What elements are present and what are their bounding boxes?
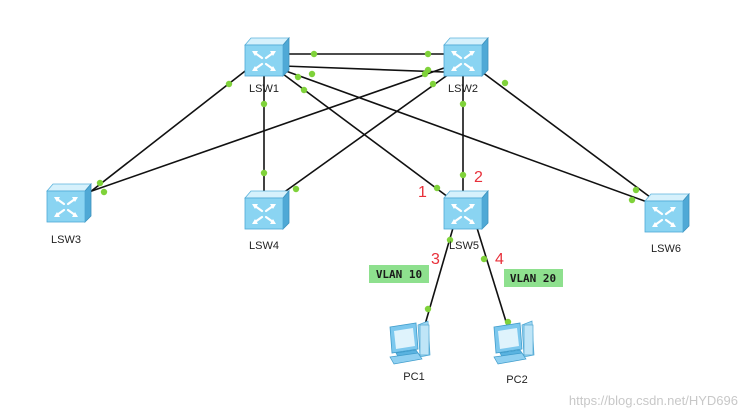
pc-icon (493, 320, 535, 365)
link-lsw2-lsw6[interactable] (481, 71, 651, 198)
port-indicator-lsw4 (292, 185, 300, 193)
port-indicator-pc1 (424, 305, 432, 313)
switch-lsw2-label: LSW2 (448, 83, 478, 95)
port-indicator-lsw5 (480, 255, 488, 263)
vlan-tag-20: VLAN 20 (504, 269, 563, 287)
pc-pc2-label: PC2 (506, 374, 527, 386)
port-number-4: 4 (495, 251, 504, 268)
port-indicator-lsw5 (459, 171, 467, 179)
switch-icon (643, 192, 691, 234)
port-indicator-lsw4 (260, 169, 268, 177)
port-indicator-lsw5 (446, 236, 454, 244)
port-number-2: 2 (474, 169, 483, 186)
switch-lsw5-label: LSW5 (449, 240, 479, 252)
port-indicator-lsw2 (421, 70, 429, 78)
port-indicator-lsw2 (424, 50, 432, 58)
switch-lsw4[interactable] (243, 189, 291, 231)
port-indicator-pc2 (504, 318, 512, 326)
switch-lsw3-label: LSW3 (51, 234, 81, 246)
switch-lsw3[interactable] (45, 182, 93, 224)
switch-lsw2[interactable] (442, 36, 490, 78)
port-number-3: 3 (431, 251, 440, 268)
link-lsw2-lsw4[interactable] (282, 73, 450, 194)
link-lsw2-lsw3[interactable] (85, 67, 445, 194)
links-layer (84, 53, 651, 329)
pc-pc1[interactable] (389, 320, 431, 365)
port-indicator-lsw6 (632, 186, 640, 194)
switch-lsw5[interactable] (442, 189, 490, 231)
port-indicator-lsw1 (260, 100, 268, 108)
svg-text:VLAN 10: VLAN 10 (376, 268, 422, 281)
port-indicator-lsw2 (501, 79, 509, 87)
svg-text:VLAN 20: VLAN 20 (510, 272, 556, 285)
switch-icon (243, 189, 291, 231)
switch-icon (45, 182, 93, 224)
port-indicator-lsw2 (459, 100, 467, 108)
port-indicator-lsw1 (310, 50, 318, 58)
link-lsw1-lsw3[interactable] (84, 67, 250, 197)
port-indicator-lsw2 (429, 80, 437, 88)
port-indicator-lsw1 (294, 73, 302, 81)
pc-pc1-label: PC1 (403, 371, 424, 383)
port-indicator-lsw5 (433, 184, 441, 192)
switch-lsw6-label: LSW6 (651, 243, 681, 255)
switch-lsw1-label: LSW1 (249, 83, 279, 95)
switch-icon (442, 189, 490, 231)
link-lsw1-lsw6[interactable] (282, 69, 651, 204)
pc-icon (389, 320, 431, 365)
link-lsw5-pc2[interactable] (476, 227, 509, 329)
link-lsw1-lsw5[interactable] (282, 73, 449, 198)
port-indicator-lsw3 (100, 188, 108, 196)
port-indicator-lsw1 (308, 70, 316, 78)
switch-lsw4-label: LSW4 (249, 240, 279, 252)
switch-lsw6[interactable] (643, 192, 691, 234)
link-lsw1-lsw2[interactable] (282, 65, 445, 73)
port-number-1: 1 (418, 184, 427, 201)
watermark-text: https://blog.csdn.net/HYD696 (569, 393, 738, 408)
port-indicator-lsw6 (628, 196, 636, 204)
port-indicator-lsw3 (96, 179, 104, 187)
port-indicator-lsw1 (300, 86, 308, 94)
pc-pc2[interactable] (493, 320, 535, 365)
switch-icon (243, 36, 291, 78)
port-indicator-lsw1 (225, 80, 233, 88)
switch-lsw1[interactable] (243, 36, 291, 78)
switch-icon (442, 36, 490, 78)
vlan-tag-10: VLAN 10 (369, 265, 429, 283)
ports-layer (96, 50, 640, 326)
